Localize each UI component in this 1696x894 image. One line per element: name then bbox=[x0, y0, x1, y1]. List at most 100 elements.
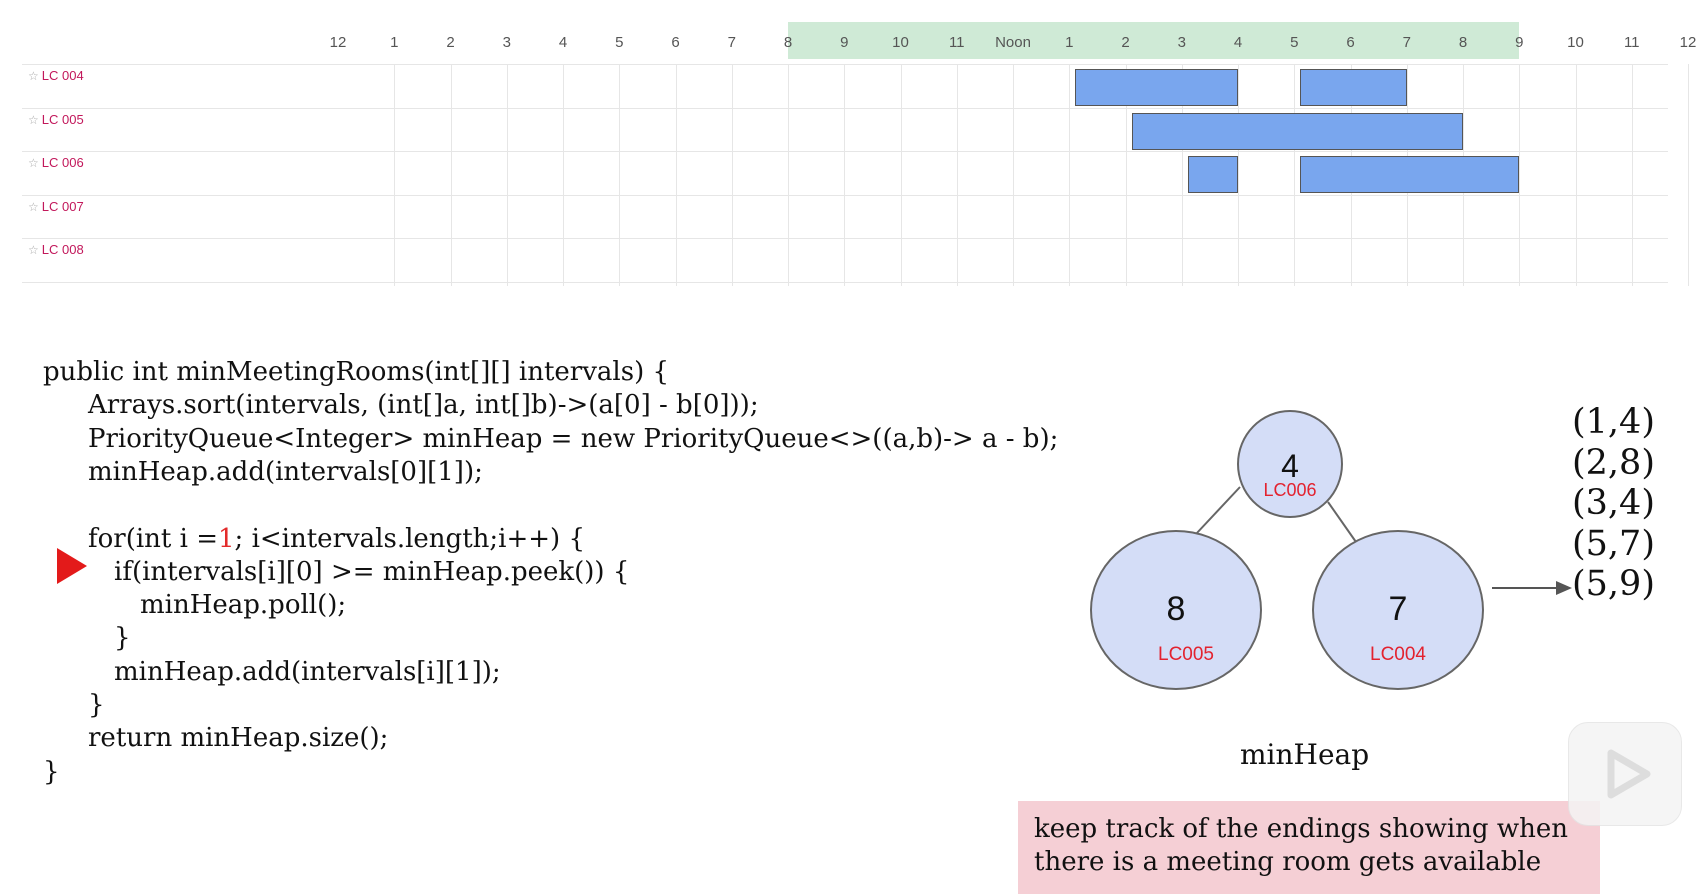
star-icon[interactable]: ☆ bbox=[28, 243, 39, 257]
hour-label: 4 bbox=[558, 34, 568, 51]
code-line: public int minMeetingRooms(int[][] inter… bbox=[43, 357, 670, 387]
grid-line-horizontal bbox=[22, 151, 1668, 152]
grid-line-vertical bbox=[1575, 64, 1577, 286]
grid-line-vertical bbox=[1238, 64, 1239, 286]
heap-node-value: 7 bbox=[1388, 590, 1408, 628]
play-icon bbox=[1607, 749, 1651, 799]
grid-line-vertical bbox=[1519, 64, 1521, 286]
interval-item: (2,8) bbox=[1572, 442, 1655, 483]
grid-line-vertical bbox=[1069, 64, 1071, 286]
room-name: LC 005 bbox=[41, 111, 84, 127]
arrow-head-icon bbox=[1556, 581, 1572, 595]
event-block[interactable] bbox=[1075, 69, 1238, 106]
code-line: for(int i =1; i<intervals.length;i++) { bbox=[88, 522, 585, 556]
grid-line-vertical bbox=[900, 64, 902, 286]
code-text: ; i<intervals.length;i++) { bbox=[234, 523, 585, 554]
heap-node-room: LC006 bbox=[1263, 480, 1317, 500]
room-label[interactable]: ☆LC 005 bbox=[28, 112, 84, 127]
note-line-1: keep track of the endings showing when bbox=[1034, 814, 1568, 844]
heap-node-left: 8 LC005 bbox=[1090, 530, 1262, 690]
grid-line-vertical bbox=[1125, 64, 1127, 286]
heap-node-room: LC004 bbox=[1370, 644, 1426, 665]
code-text: for(int i = bbox=[88, 523, 218, 554]
code-line: } bbox=[43, 756, 60, 787]
interval-item: (5,9) bbox=[1572, 564, 1655, 604]
interval-item: (1,4) bbox=[1572, 402, 1655, 442]
hour-label: 8 bbox=[783, 34, 793, 51]
interval-item: (5,7) bbox=[1572, 523, 1655, 564]
code-line: PriorityQueue<Integer> minHeap = new Pri… bbox=[88, 423, 1059, 454]
hour-label: 5 bbox=[1290, 34, 1299, 51]
note-box: keep track of the endings showing when t… bbox=[1018, 801, 1600, 894]
room-label[interactable]: ☆LC 007 bbox=[28, 199, 84, 214]
star-icon[interactable]: ☆ bbox=[28, 69, 39, 83]
play-button[interactable] bbox=[1568, 722, 1682, 826]
grid-line-vertical bbox=[788, 64, 789, 286]
star-icon[interactable]: ☆ bbox=[28, 199, 39, 214]
hour-label: 2 bbox=[1121, 34, 1130, 51]
room-name: LC 008 bbox=[41, 242, 84, 257]
hour-label: 2 bbox=[446, 34, 455, 51]
code-line: } bbox=[114, 623, 131, 654]
grid-line-horizontal bbox=[22, 64, 1668, 65]
grid-line-vertical bbox=[619, 64, 621, 286]
hour-label: 10 bbox=[892, 34, 909, 51]
code-line: minHeap.add(intervals[i][1]); bbox=[114, 656, 501, 687]
heap-node-value: 8 bbox=[1166, 590, 1186, 628]
hour-label: 1 bbox=[390, 34, 399, 51]
room-label[interactable]: ☆LC 008 bbox=[28, 242, 84, 257]
code-line: return minHeap.size(); bbox=[88, 723, 389, 754]
star-icon[interactable]: ☆ bbox=[28, 112, 39, 127]
grid-line-vertical bbox=[844, 64, 846, 286]
hour-label: 6 bbox=[671, 34, 680, 51]
heap-edge-right bbox=[1327, 501, 1357, 543]
hour-label: 4 bbox=[1233, 34, 1243, 51]
code-highlight: 1 bbox=[218, 523, 235, 554]
code-line: minHeap.poll(); bbox=[140, 590, 347, 621]
interval-item: (3,4) bbox=[1572, 483, 1655, 523]
event-block[interactable] bbox=[1300, 156, 1520, 193]
heap-node-root: 4 LC006 bbox=[1237, 410, 1343, 518]
event-block[interactable] bbox=[1131, 112, 1463, 150]
hour-label: 11 bbox=[1623, 34, 1640, 51]
grid-line-vertical bbox=[1631, 64, 1633, 286]
grid-line-vertical bbox=[563, 64, 564, 286]
hour-label: 5 bbox=[615, 34, 624, 51]
current-line-arrow-icon bbox=[57, 548, 87, 584]
star-icon[interactable]: ☆ bbox=[28, 156, 39, 170]
room-name: LC 004 bbox=[41, 68, 84, 83]
hour-label: 1 bbox=[1065, 34, 1074, 51]
grid-line-vertical bbox=[731, 64, 733, 286]
event-block[interactable] bbox=[1187, 156, 1238, 193]
grid-line-vertical bbox=[1013, 64, 1014, 286]
grid-line-vertical bbox=[394, 64, 396, 286]
grid-line-vertical bbox=[450, 64, 452, 286]
code-line: if(intervals[i][0] >= minHeap.peek()) { bbox=[114, 556, 630, 587]
hour-label: 11 bbox=[948, 34, 965, 51]
room-label[interactable]: ☆LC 006 bbox=[28, 155, 84, 170]
note-line-2: there is a meeting room gets available bbox=[1034, 847, 1542, 877]
hour-label: 3 bbox=[502, 34, 511, 51]
grid-line-horizontal bbox=[22, 281, 1668, 283]
code-line: } bbox=[88, 690, 105, 720]
grid-line-horizontal bbox=[22, 107, 1668, 109]
hour-label: Noon bbox=[995, 34, 1031, 51]
heap-edge-left bbox=[1195, 486, 1241, 535]
grid-line-vertical bbox=[956, 64, 958, 286]
hour-label: 9 bbox=[840, 34, 849, 51]
code-line: minHeap.add(intervals[0][1]); bbox=[88, 456, 483, 487]
hour-label: 12 bbox=[329, 34, 347, 51]
room-label[interactable]: ☆LC 004 bbox=[28, 68, 84, 83]
hour-label: 7 bbox=[1402, 34, 1411, 51]
event-block[interactable] bbox=[1300, 69, 1407, 106]
hour-label: 8 bbox=[1458, 34, 1468, 51]
grid-line-horizontal bbox=[22, 194, 1668, 196]
room-name: LC 006 bbox=[41, 155, 84, 170]
heap-label: minHeap bbox=[1240, 738, 1370, 771]
grid-line-horizontal bbox=[22, 238, 1668, 239]
grid-line-vertical bbox=[1181, 64, 1183, 286]
hour-label: 12 bbox=[1679, 34, 1696, 51]
code-line: Arrays.sort(intervals, (int[]a, int[]b)-… bbox=[88, 390, 759, 421]
grid-line-vertical bbox=[506, 64, 508, 286]
